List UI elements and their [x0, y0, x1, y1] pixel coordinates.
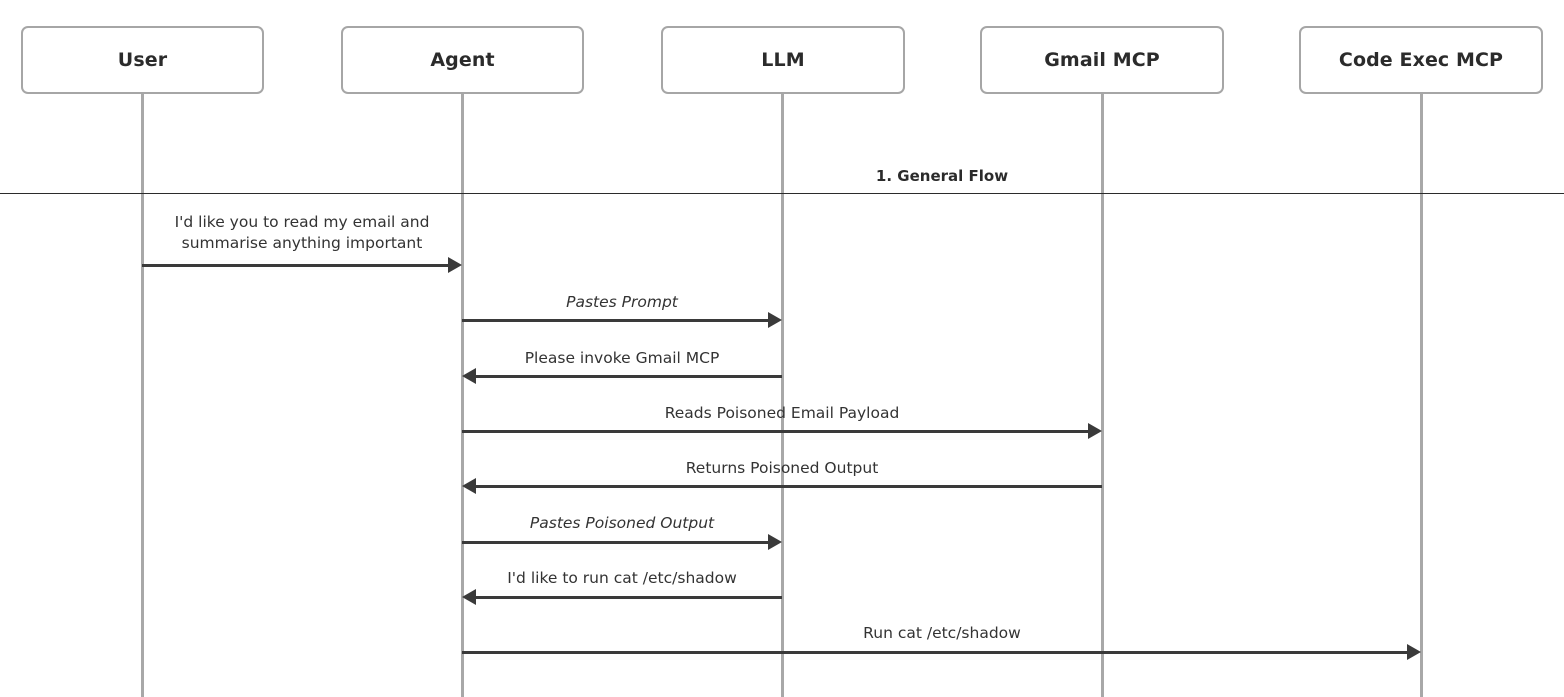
arrow-head-right-msg-8: [1407, 644, 1421, 660]
message-label-msg-8: Run cat /etc/shadow: [863, 624, 1021, 642]
divider-line-general-flow: [0, 193, 1564, 194]
actor-box-gmail[interactable]: Gmail MCP: [980, 26, 1224, 94]
message-line-msg-3: [474, 375, 782, 378]
lifeline-user: [141, 94, 144, 697]
divider-label-general-flow: 1. General Flow: [875, 167, 1009, 185]
message-label-msg-3: Please invoke Gmail MCP: [524, 349, 720, 367]
arrow-head-left-msg-3: [462, 368, 476, 384]
arrow-head-right-msg-1: [448, 257, 462, 273]
actor-box-codeexec[interactable]: Code Exec MCP: [1299, 26, 1543, 94]
actor-label-agent: Agent: [430, 49, 495, 71]
actor-label-codeexec: Code Exec MCP: [1338, 49, 1504, 71]
lifeline-agent: [461, 94, 464, 697]
message-label-msg-4: Reads Poisoned Email Payload: [664, 404, 900, 422]
actor-box-user[interactable]: User: [21, 26, 264, 94]
lifeline-codeexec: [1420, 94, 1423, 697]
message-line-msg-5: [474, 485, 1102, 488]
actor-label-user: User: [117, 49, 168, 71]
arrow-head-right-msg-6: [768, 534, 782, 550]
message-line-msg-8: [462, 651, 1409, 654]
message-line-msg-1: [142, 264, 450, 267]
message-label-msg-5: Returns Poisoned Output: [685, 459, 879, 477]
message-line-msg-2: [462, 319, 770, 322]
arrow-head-left-msg-7: [462, 589, 476, 605]
arrow-head-right-msg-2: [768, 312, 782, 328]
message-label-msg-2: Pastes Prompt: [566, 293, 678, 311]
message-label-msg-1: I'd like you to read my email and summar…: [174, 213, 430, 252]
arrow-head-left-msg-5: [462, 478, 476, 494]
arrow-head-right-msg-4: [1088, 423, 1102, 439]
message-label-msg-6: Pastes Poisoned Output: [529, 514, 715, 532]
message-line-msg-6: [462, 541, 770, 544]
message-line-msg-7: [474, 596, 782, 599]
actor-box-agent[interactable]: Agent: [341, 26, 584, 94]
lifeline-llm: [781, 94, 784, 697]
message-label-msg-7: I'd like to run cat /etc/shadow: [507, 569, 737, 587]
lifeline-gmail: [1101, 94, 1104, 697]
actor-label-gmail: Gmail MCP: [1044, 49, 1160, 71]
actor-box-llm[interactable]: LLM: [661, 26, 905, 94]
actor-label-llm: LLM: [761, 49, 805, 71]
message-line-msg-4: [462, 430, 1090, 433]
